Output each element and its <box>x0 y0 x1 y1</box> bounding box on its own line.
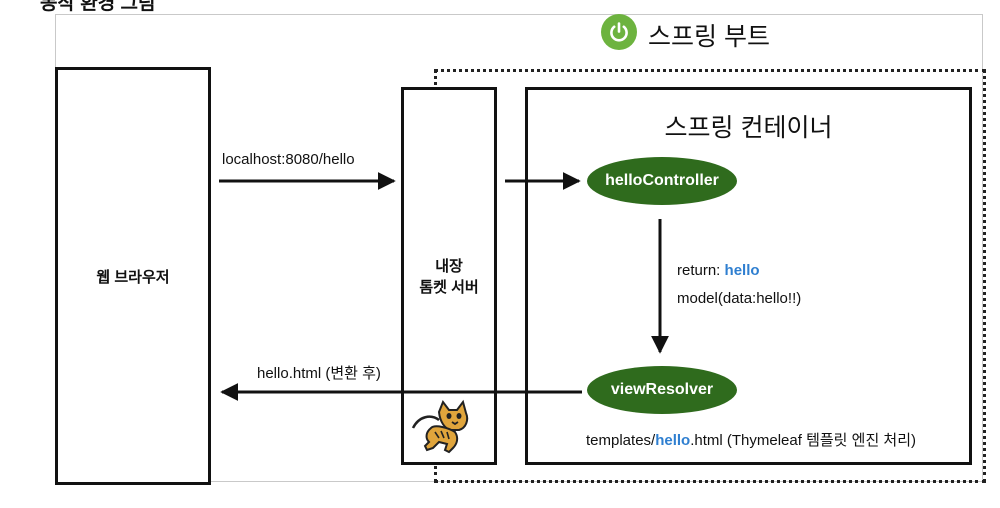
power-icon <box>601 14 637 50</box>
tomcat-server-label: 내장 톰켓 서버 <box>401 256 497 298</box>
return-value: hello <box>724 262 760 279</box>
view-resolver-bean: viewResolver <box>587 366 737 414</box>
tomcat-cat-icon <box>409 398 471 456</box>
tomcat-server-box <box>401 87 497 465</box>
template-label: templates/hello.html (Thymeleaf 템플릿 엔진 처… <box>586 429 916 450</box>
template-prefix: templates/ <box>586 432 656 449</box>
return-prefix: return: <box>677 262 725 279</box>
tomcat-label-line1: 내장 <box>435 258 463 275</box>
template-highlight: hello <box>655 432 691 449</box>
template-suffix: .html (Thymeleaf 템플릿 엔진 처리) <box>690 432 917 449</box>
return-label: return: hello <box>677 262 760 279</box>
request-url-label: localhost:8080/hello <box>222 151 355 168</box>
hello-controller-bean: helloController <box>587 157 737 205</box>
model-label: model(data:hello!!) <box>677 290 802 307</box>
tomcat-label-line2: 톰켓 서버 <box>419 279 479 296</box>
web-browser-label: 웹 브라우저 <box>96 269 170 286</box>
response-label: hello.html (변환 후) <box>257 365 381 382</box>
web-browser-box <box>55 67 211 485</box>
spring-boot-label: 스프링 부트 <box>648 23 770 51</box>
spring-container-title: 스프링 컨테이너 <box>664 114 833 142</box>
page-title: 동작 환경 그림 <box>40 0 156 14</box>
